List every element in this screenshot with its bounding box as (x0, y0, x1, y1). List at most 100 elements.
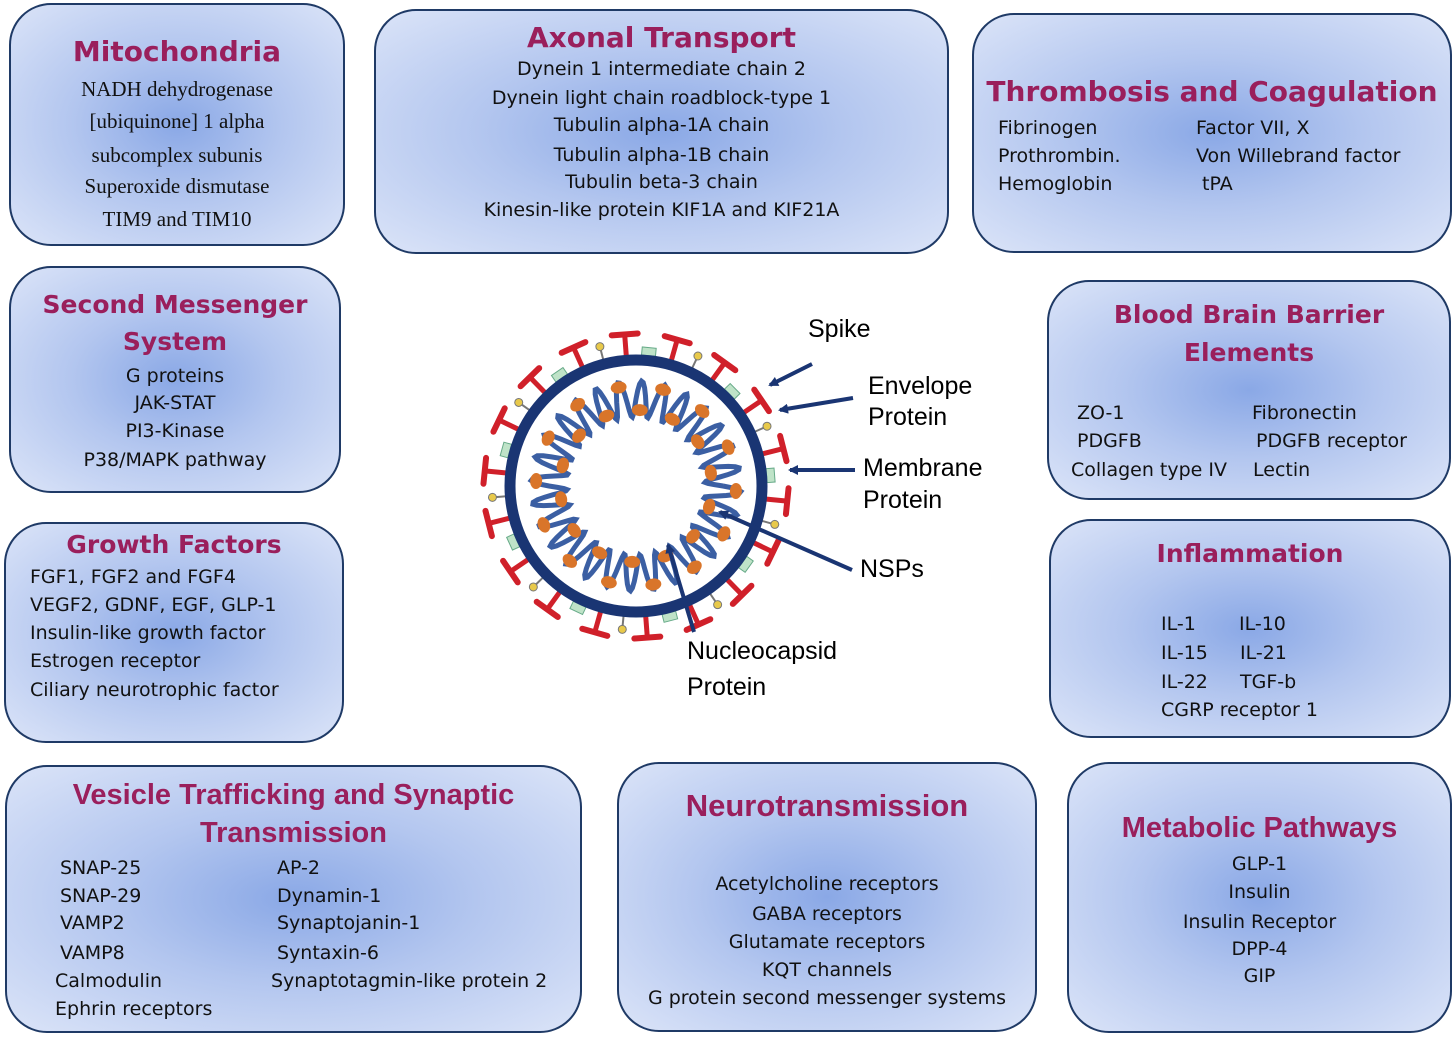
neuro-item: Glutamate receptors (728, 931, 926, 953)
membrane-protein-head (528, 582, 538, 592)
spike-stem (484, 468, 507, 476)
second-messenger-item: JAK-STAT (134, 392, 216, 414)
mitochondria-box: Mitochondria NADH dehydrogenase [ubiquin… (9, 3, 345, 246)
second-messenger-title: Second Messenger (42, 290, 308, 319)
spike-head (490, 405, 508, 435)
spike-stem (752, 540, 775, 555)
mitochondria-item: NADH dehydrogenase (81, 77, 273, 101)
mitochondria-item: Superoxide dismutase (84, 174, 270, 198)
mitochondria-item: TIM9 and TIM10 (102, 207, 252, 231)
nucleocapsid-bead (729, 483, 742, 499)
nucleocapsid-bead (686, 560, 702, 574)
nucleocapsid-bead (537, 517, 551, 533)
neurotransmission-title: Neurotransmission (685, 788, 969, 823)
growth-factors-title: Growth Factors (66, 530, 282, 559)
spike-head (533, 598, 561, 620)
membrane-protein-stem (761, 519, 776, 526)
spike-stem (528, 375, 548, 395)
neurotransmission-box: Neurotransmission Acetylcholine receptor… (617, 762, 1037, 1032)
nucleocapsid-bead (562, 554, 578, 568)
membrane-protein-head (514, 397, 524, 407)
mitochondria-item: [ubiquinone] 1 alpha (89, 109, 265, 133)
pointer-arrows (665, 362, 855, 633)
nucleocapsid-bead (567, 522, 582, 538)
membrane-protein-head (713, 600, 723, 610)
nsps-arrow (718, 510, 853, 572)
membrane-protein-stem (518, 401, 531, 412)
nucleocapsid-bead (704, 464, 717, 481)
axonal-item: Tubulin beta-3 chain (565, 171, 758, 193)
spike-head (579, 625, 611, 639)
bbb-item: PDGFB (1077, 430, 1142, 452)
spike-head (482, 507, 495, 540)
nsps-label: NSPs (860, 555, 924, 583)
envelope-protein (505, 533, 521, 551)
bbb-item: PDGFB receptor (1256, 430, 1407, 452)
nucleocapsid-bead (702, 498, 716, 515)
membrane-protein-head (693, 351, 703, 361)
virus-particle (480, 330, 792, 642)
bbb-item: Fibronectin (1252, 402, 1357, 424)
inflammation-box: Inflammation IL-1 IL-15 IL-22 IL-10 IL-2… (1049, 519, 1451, 738)
nucleocapsid-bead (556, 457, 570, 474)
metabolic-item: Insulin Receptor (1182, 911, 1337, 933)
membrane-protein-head (762, 421, 772, 431)
spike-stem (571, 346, 585, 369)
growth-factors-box: Growth Factors FGF1, FGF2 and FGF4 VEGF2… (4, 522, 344, 743)
spike-head (782, 485, 792, 518)
axonal-item: Dynein 1 intermediate chain 2 (517, 58, 806, 80)
membrane-protein-stem (492, 495, 507, 499)
growth-item: VEGF2, GDNF, EGF, GLP-1 (30, 594, 277, 616)
spike-stem (497, 417, 520, 432)
nucleocapsid-bead (631, 404, 648, 417)
viral-membrane (504, 354, 768, 618)
vesicle-item: SNAP-29 (60, 885, 142, 907)
thrombosis-item: Fibrinogen (998, 117, 1098, 139)
envelope-protein (550, 366, 569, 383)
spike-stem (709, 361, 727, 382)
thrombosis-item: Factor VII, X (1196, 117, 1310, 139)
nucleocapsid-label: Nucleocapsid (687, 637, 838, 665)
envelope-protein (569, 600, 587, 616)
viral-rna (527, 377, 745, 595)
growth-item: Insulin-like growth factor (30, 622, 266, 644)
nucleocapsid-bead (721, 439, 735, 455)
spike-label: Spike (808, 315, 871, 343)
inflammation-item: IL-21 (1240, 642, 1287, 664)
membrane-protein-stem (598, 346, 605, 361)
neuro-item: G protein second messenger systems (647, 987, 1007, 1009)
membrane-protein-stem (621, 615, 625, 630)
vesicle-item: Synaptotagmin-like protein 2 (271, 970, 548, 992)
mitochondria-item: subcomplex subunis (91, 143, 263, 167)
second-messenger-item: P38/MAPK pathway (83, 449, 267, 471)
envelope-protein (661, 610, 679, 623)
growth-item: Ciliary neurotrophic factor (30, 679, 279, 701)
axonal-item: Dynein light chain roadblock-type 1 (491, 87, 832, 109)
envelope-protein (723, 382, 741, 400)
neuro-item: KQT channels (761, 959, 893, 981)
spike-stem (724, 577, 744, 597)
thrombosis-item: Hemoglobin (998, 173, 1113, 195)
vesicle-item: Calmodulin (55, 970, 163, 992)
neuro-item: Acetylcholine receptors (715, 873, 939, 895)
bbb-box: Blood Brain Barrier Elements ZO-1 PDGFB … (1047, 280, 1451, 500)
spike-stem (761, 446, 784, 457)
membrane-label: Membrane (863, 454, 983, 482)
nucleocapsid-bead (610, 381, 627, 394)
nucleocapsid-bead (664, 412, 680, 426)
thrombosis-item: Von Willebrand factor (1196, 145, 1401, 167)
spike-head (517, 365, 543, 390)
axonal-item: Tubulin alpha-1B chain (553, 144, 770, 166)
second-messenger-item: G proteins (125, 365, 225, 387)
metabolic-item: GLP-1 (1231, 853, 1288, 875)
envelope-protein (640, 346, 657, 357)
membrane-protein-stem (532, 576, 545, 588)
membrane-protein-stem (691, 355, 699, 370)
bbb-title-2: Elements (1183, 338, 1315, 367)
spike-head (558, 339, 589, 356)
vesicle-item: VAMP2 (60, 912, 125, 934)
nucleocapsid-bead (598, 409, 615, 423)
nucleocapsid-bead (655, 383, 671, 396)
nucleocapsid-bead (657, 549, 674, 563)
thrombosis-item: tPA (1202, 173, 1233, 195)
